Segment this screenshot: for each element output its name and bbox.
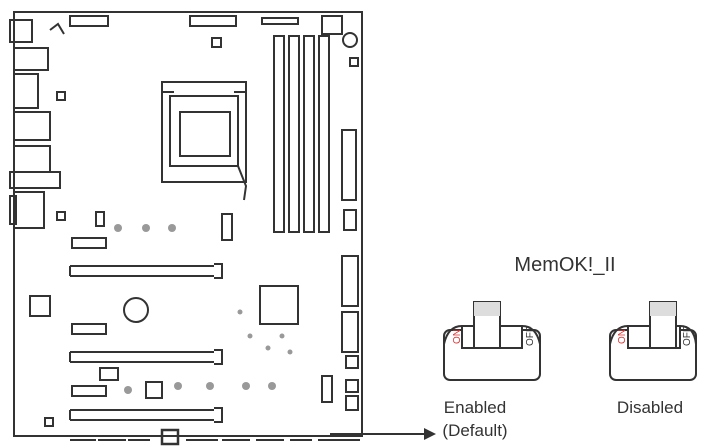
io-block xyxy=(13,191,45,229)
chipset-block xyxy=(29,295,51,317)
m2-socket xyxy=(221,213,233,241)
pointer-arrow-head xyxy=(424,428,436,440)
right-connector xyxy=(343,209,357,231)
switch-on-mark: ON xyxy=(452,329,463,344)
pcie-slot xyxy=(69,263,223,279)
disabled-caption: Disabled xyxy=(616,398,684,417)
io-block xyxy=(13,111,51,141)
dimm-slot xyxy=(318,35,330,233)
small-component xyxy=(145,381,163,399)
clip-shape xyxy=(49,22,65,35)
small-component xyxy=(349,57,359,67)
right-connector xyxy=(345,395,359,411)
switch-on-mark: ON xyxy=(617,329,628,344)
io-block xyxy=(9,195,17,225)
small-component xyxy=(321,375,333,403)
dimm-slot xyxy=(273,35,285,233)
heatsink-circle xyxy=(123,297,149,323)
pcie-small xyxy=(71,237,107,249)
cpu-core xyxy=(179,111,231,157)
pcie-small xyxy=(71,323,107,335)
switch-off-mark: OFF xyxy=(682,326,693,346)
io-block xyxy=(13,73,39,109)
cpu-socket-frame xyxy=(161,81,247,183)
enabled-caption: Enabled (Default) xyxy=(420,396,530,442)
small-component xyxy=(44,417,54,427)
io-block xyxy=(9,171,61,189)
small-component xyxy=(56,211,66,221)
chipset xyxy=(259,285,299,325)
dimm-slot xyxy=(288,35,300,233)
io-block xyxy=(9,19,33,43)
top-connector xyxy=(69,15,109,27)
switch-disabled xyxy=(609,301,697,381)
board-outline xyxy=(13,11,363,437)
memok-switch-location xyxy=(160,428,180,446)
right-connector xyxy=(341,255,359,307)
io-block xyxy=(13,145,51,173)
switch-off-mark: OFF xyxy=(525,326,536,346)
small-component xyxy=(211,37,222,48)
small-component xyxy=(56,91,66,101)
m2-socket xyxy=(95,211,105,227)
pcie-slot xyxy=(69,407,223,423)
pcie-small xyxy=(71,385,107,397)
io-block xyxy=(13,47,49,71)
cpu-socket xyxy=(169,95,239,167)
right-connector xyxy=(345,355,359,369)
top-connector xyxy=(321,15,343,35)
top-connector xyxy=(189,15,237,27)
pcie-slot xyxy=(69,349,223,365)
top-connector xyxy=(261,17,299,25)
right-connector xyxy=(345,379,359,393)
default-label: (Default) xyxy=(442,421,508,440)
right-connector xyxy=(341,311,359,353)
small-component xyxy=(99,367,119,381)
page-title: MemOK!_II xyxy=(514,254,616,276)
mount-hole xyxy=(342,32,358,48)
switch-enabled xyxy=(443,301,541,381)
power-connector xyxy=(341,129,357,201)
dimm-slot xyxy=(303,35,315,233)
enabled-label: Enabled xyxy=(443,398,507,417)
